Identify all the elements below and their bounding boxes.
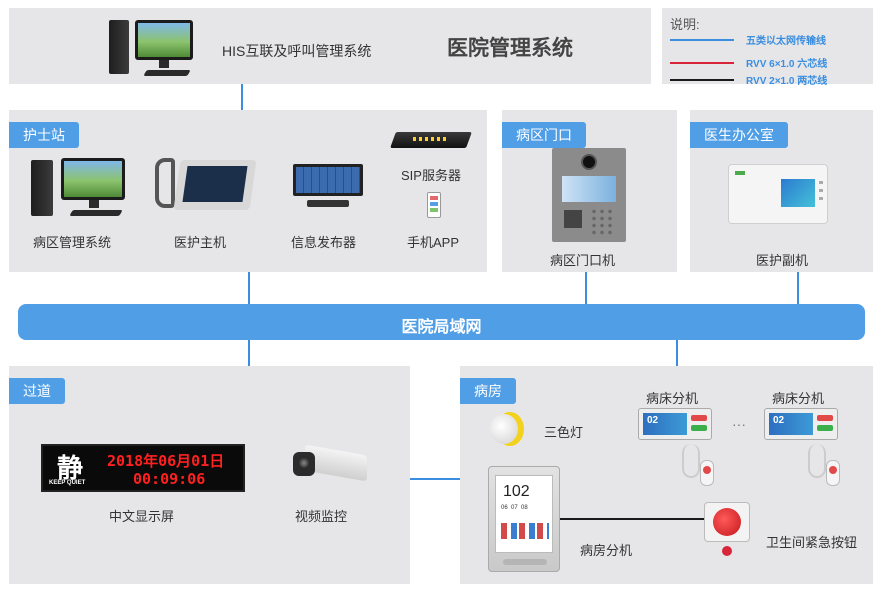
ward-computer-icon [31,156,131,218]
call-handle-icon-2 [808,444,842,492]
camera-icon [291,444,367,484]
room-number: 102 [503,483,530,500]
door-unit-icon [552,148,626,242]
legend-panel: 说明: 五类以太网传输线 RVV 6×1.0 六芯线 RVV 2×1.0 两芯线 [662,8,873,87]
doctor-office-tag: 医生办公室 [690,122,788,148]
doctor-office-panel: 医生办公室 医护副机 [690,110,873,272]
led-display-label: 中文显示屏 [109,509,175,524]
room-unit-label: 病房分机 [580,543,633,558]
nurse-station-tag: 护士站 [9,122,79,148]
led-char: 静 [57,454,84,484]
lan-label: 医院局域网 [401,319,482,336]
sip-server-label: SIP服务器 [401,168,461,183]
legend-label-rvv2: RVV 2×1.0 两芯线 [746,76,828,87]
ward-door-panel: 病区门口 病区门口机 [502,110,677,272]
legend-line-rvv6 [670,62,734,64]
link-door-lan [585,272,587,304]
header-panel: HIS互联及呼叫管理系统 医院管理系统 [9,8,651,84]
emergency-button-label: 卫生间紧急按钮 [766,535,858,550]
legend-heading: 说明: [670,17,700,32]
room-beds: 06 07 08 [501,505,528,511]
sub-host-label: 医护副机 [756,253,809,268]
led-sub: KEEP QUIET [49,480,86,486]
corridor-tag: 过道 [9,378,65,404]
legend-line-ethernet [670,39,734,41]
bed-unit-icon-1: 02 [638,408,712,440]
call-handle-icon-1 [682,444,716,492]
info-publisher-icon [293,164,363,210]
led-date: 2018年06月01日 [107,452,225,470]
ward-door-tag: 病区门口 [502,122,586,148]
ward-panel: 病房 三色灯 102 06 07 08 病房分机 病床分机 02 ··· 病床分… [460,366,873,584]
tricolor-lamp-icon [490,412,524,446]
tricolor-lamp-label: 三色灯 [544,425,584,440]
his-computer-icon [109,18,199,80]
emergency-button-icon [704,502,750,558]
nurse-host-label: 医护主机 [174,235,227,250]
nurse-station-panel: 护士站 病区管理系统 医护主机 信息发布器 SIP服务器 手机APP [9,110,487,272]
corridor-panel: 过道 静 KEEP QUIET 2018年06月01日 00:09:06 中文显… [9,366,410,584]
bed-unit-label-1: 病床分机 [646,391,699,406]
ward-system-label: 病区管理系统 [33,235,112,250]
bed-ellipsis: ··· [732,416,746,432]
link-doctor-lan [797,272,799,304]
link-nurse-lan [248,272,250,304]
legend-label-ethernet: 五类以太网传输线 [746,36,826,47]
ward-tag: 病房 [460,378,516,404]
mobile-app-label: 手机APP [407,235,460,250]
link-his-nurse [241,84,243,110]
sip-server-icon [390,128,472,152]
camera-label: 视频监控 [295,509,348,524]
sub-host-icon [728,164,828,224]
bed-number-1: 02 [647,415,659,426]
lan-bar: 医院局域网 [18,304,865,340]
link-room-emergency [560,518,704,520]
bed-unit-label-2: 病床分机 [772,391,825,406]
page-title: 医院管理系统 [447,37,573,60]
bed-number-2: 02 [773,415,785,426]
link-lan-corridor [248,340,250,366]
door-unit-label: 病区门口机 [550,253,616,268]
info-publisher-label: 信息发布器 [291,235,357,250]
led-time: 00:09:06 [133,470,206,488]
his-label: HIS互联及呼叫管理系统 [222,43,372,59]
legend-label-rvv6: RVV 6×1.0 六芯线 [746,59,828,70]
legend-line-rvv2 [670,79,734,81]
link-lan-ward [676,340,678,366]
link-corridor-ward [410,478,460,480]
bed-unit-icon-2: 02 [764,408,838,440]
mobile-app-icon [427,192,441,218]
room-unit-icon: 102 06 07 08 [488,466,560,572]
led-display: 静 KEEP QUIET 2018年06月01日 00:09:06 [41,444,245,492]
nurse-host-icon [155,154,257,216]
